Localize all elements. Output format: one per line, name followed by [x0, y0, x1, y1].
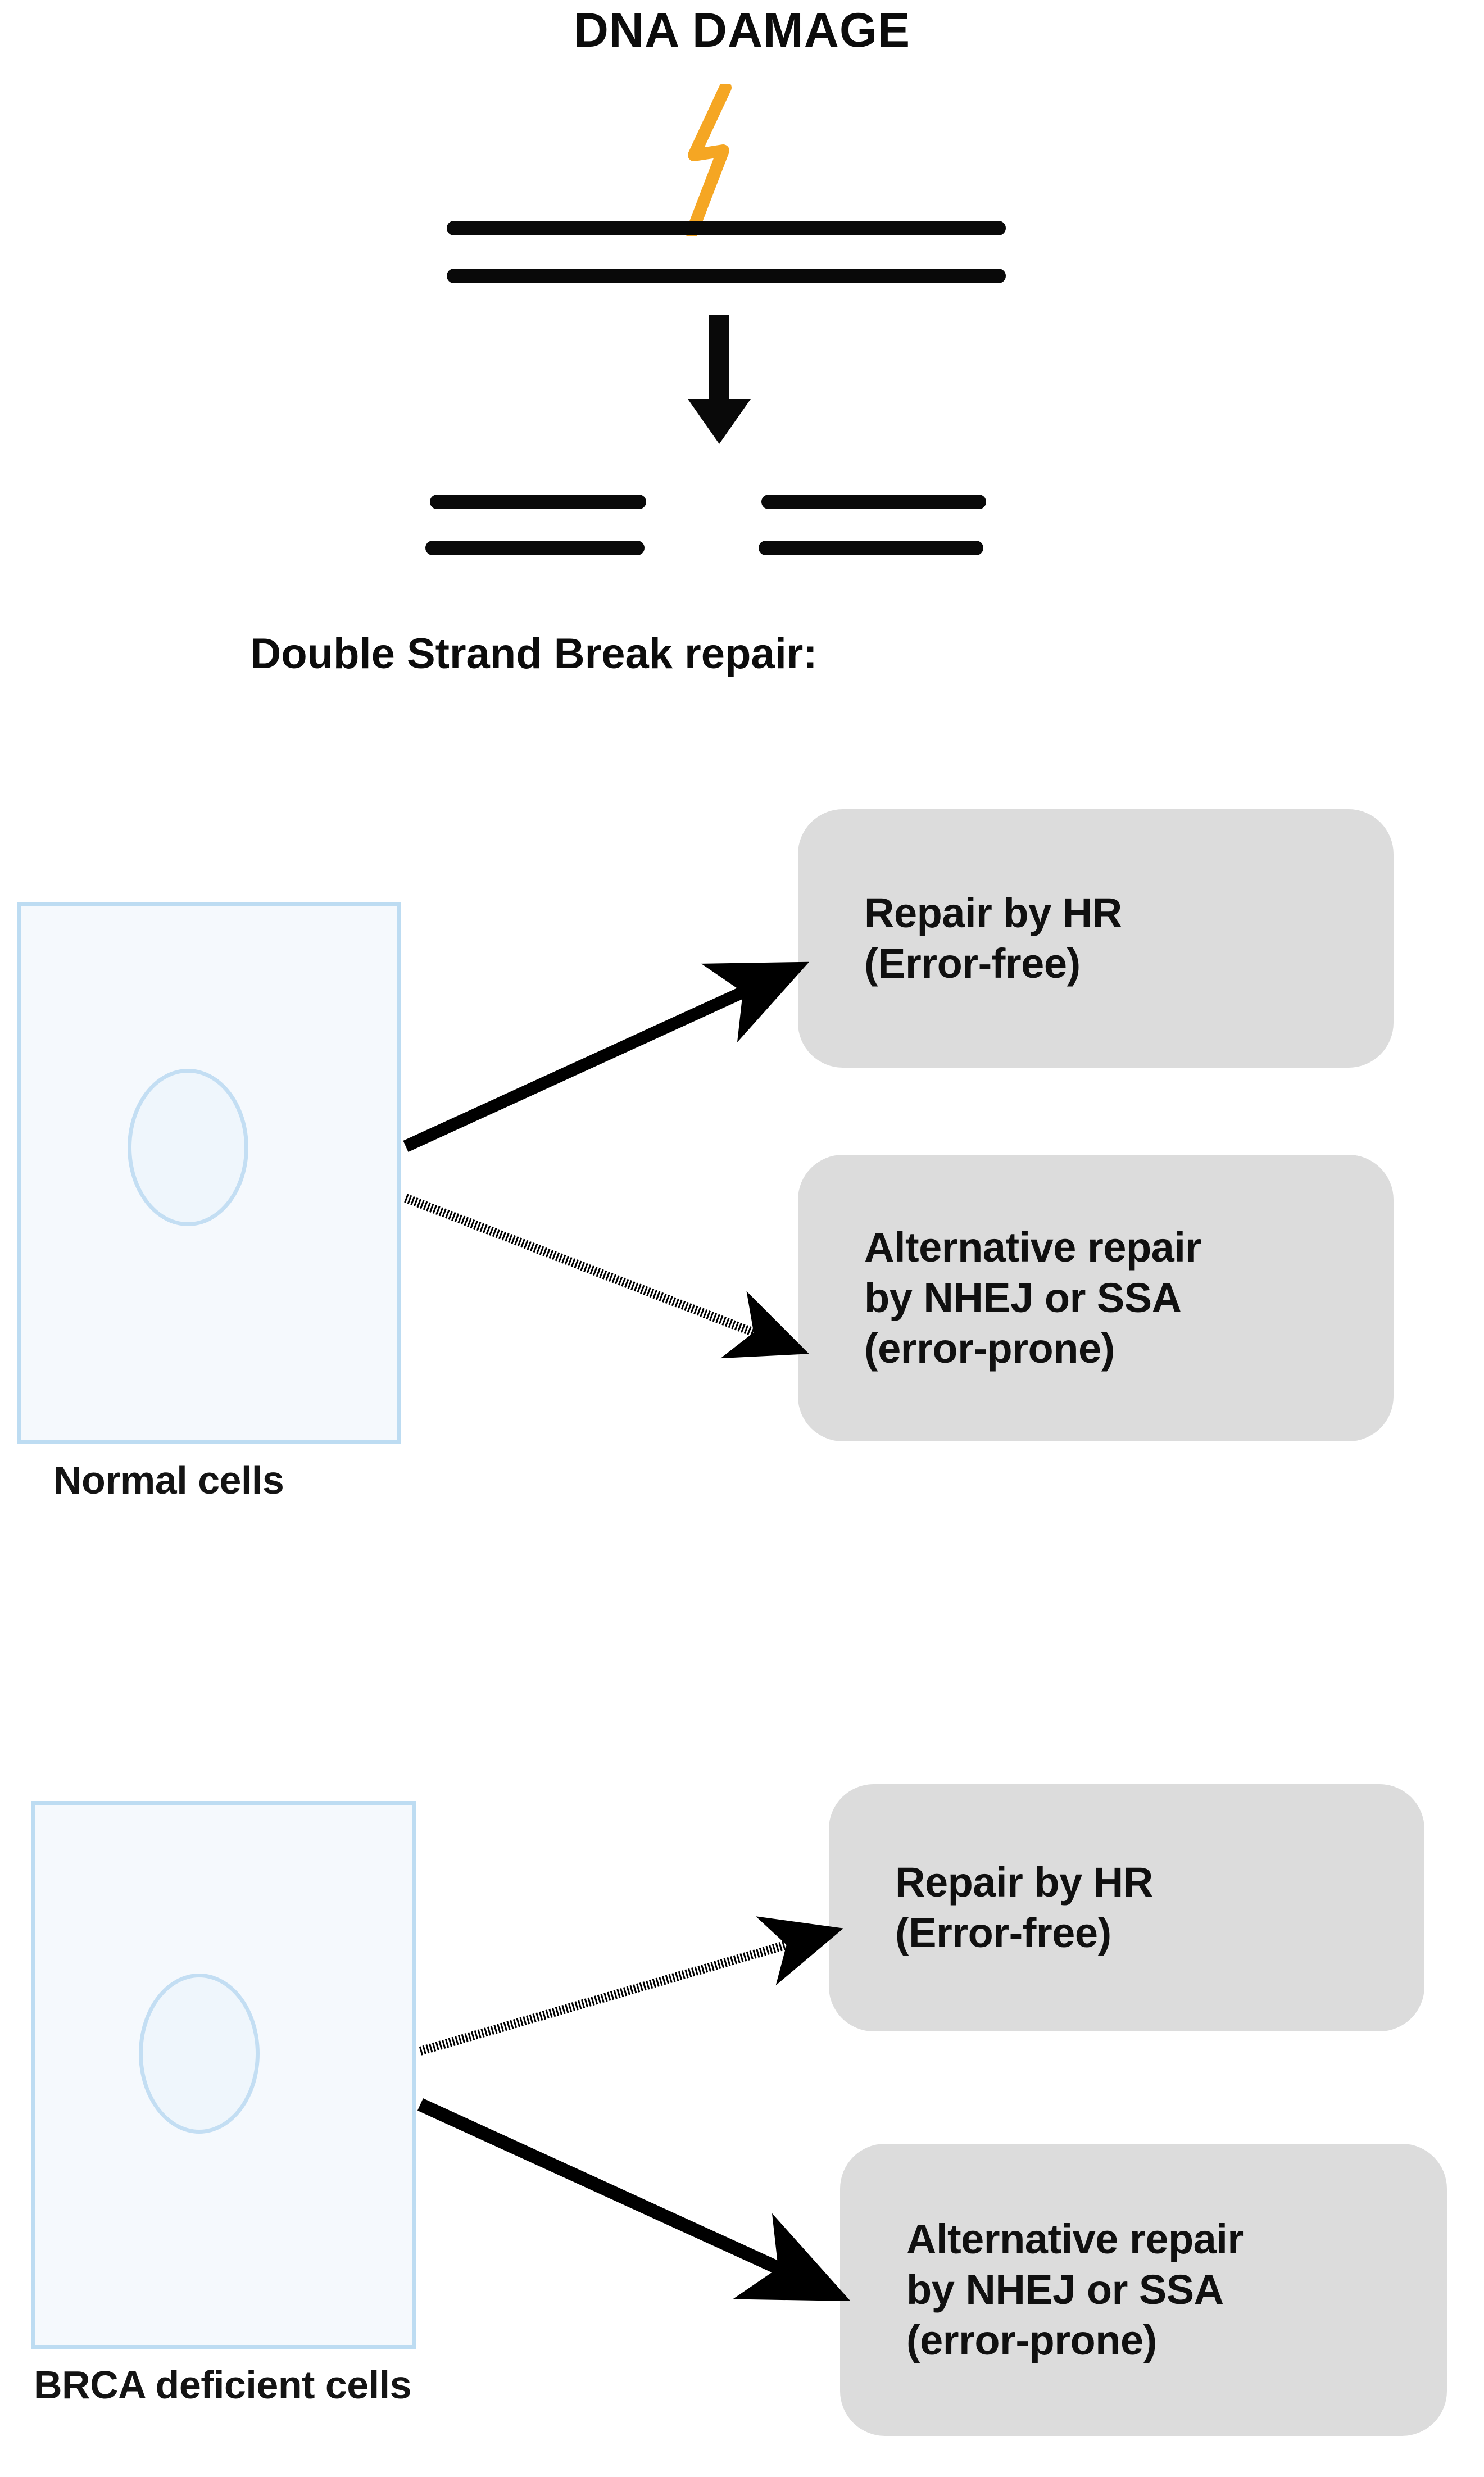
repair-box-normal-hr-label: Repair by HR (Error-free)	[864, 889, 1122, 987]
arrow-brca-to-alt	[417, 2098, 851, 2301]
dna-strand-intact-top	[447, 221, 1006, 235]
repair-box-normal-hr[interactable]: Repair by HR (Error-free)	[798, 809, 1394, 1068]
repair-box-normal-alt-label: Alternative repair by NHEJ or SSA (error…	[864, 1223, 1201, 1372]
nucleus-normal	[128, 1069, 248, 1226]
repair-box-brca-alt-label: Alternative repair by NHEJ or SSA (error…	[906, 2215, 1244, 2364]
dna-fragment-bottom-left	[425, 541, 645, 555]
cell-label-brca: BRCA deficient cells	[34, 2363, 412, 2407]
repair-box-normal-alt[interactable]: Alternative repair by NHEJ or SSA (error…	[798, 1155, 1394, 1441]
section-subtitle: Double Strand Break repair:	[250, 630, 818, 678]
cell-box-brca	[31, 1801, 416, 2349]
arrow-normal-to-hr	[403, 961, 810, 1153]
arrow-brca-to-hr	[419, 1916, 844, 2056]
dna-strand-intact-bottom	[447, 269, 1006, 283]
arrow-normal-to-alt	[404, 1194, 809, 1359]
dna-fragment-top-right	[761, 495, 986, 509]
page-title: DNA DAMAGE	[573, 3, 911, 57]
repair-box-brca-alt[interactable]: Alternative repair by NHEJ or SSA (error…	[840, 2144, 1447, 2436]
cell-box-normal	[17, 902, 401, 1444]
down-arrow-icon	[680, 315, 759, 444]
dna-fragment-top-left	[430, 495, 646, 509]
repair-box-brca-hr[interactable]: Repair by HR (Error-free)	[829, 1784, 1424, 2031]
repair-box-brca-hr-label: Repair by HR (Error-free)	[895, 1858, 1153, 1956]
nucleus-brca	[139, 1974, 260, 2134]
dna-fragment-bottom-right	[759, 541, 983, 555]
lightning-bolt-icon	[671, 81, 756, 239]
cell-label-normal: Normal cells	[53, 1458, 284, 1502]
